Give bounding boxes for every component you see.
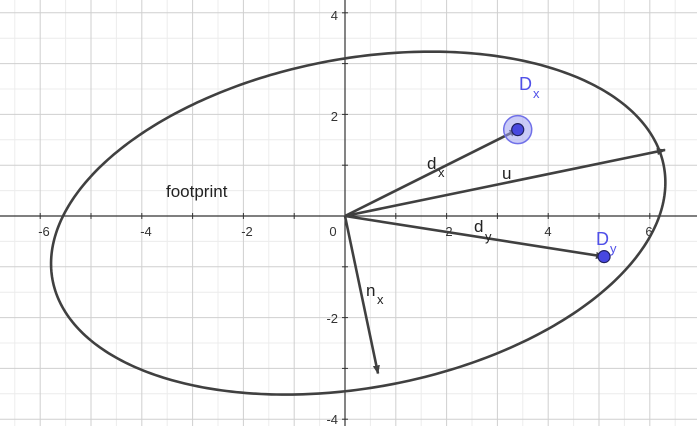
footprint-ellipse[interactable] [49,50,667,396]
point-label-d-x-main: D [519,74,532,94]
x-tick-label: -4 [140,224,152,239]
point-label-d-y-main: D [596,229,609,249]
x-tick-label: 0 [329,224,336,239]
x-tick-label: -6 [38,224,50,239]
label-d-x: d x [427,154,445,180]
footprint-label: footprint [166,182,228,201]
vector-d-x[interactable] [344,128,519,218]
point-label-d-y-sub: y [610,241,617,256]
object-labels: footprint d x u d y n x D x D y [166,74,617,307]
tick-labels: -6 -4 -2 0 2 4 6 4 2 -2 -4 [38,8,652,426]
y-tick-label: 2 [331,109,338,124]
y-tick-label: 4 [331,8,338,23]
label-n-x-main: n [366,281,375,300]
label-n-x: n x [366,281,384,307]
points [502,114,611,264]
x-tick-label: 4 [544,224,551,239]
x-tick-label: 6 [645,224,652,239]
label-d-y-sub: y [485,229,492,244]
vector-d-y[interactable] [344,214,605,259]
label-d-y: d y [474,217,492,244]
label-n-x-sub: x [377,292,384,307]
vector-n-x[interactable] [343,215,380,375]
vectors [343,128,666,375]
label-d-x-main: d [427,154,436,173]
point-label-d-x: D x [519,74,540,101]
label-d-x-sub: x [438,165,445,180]
point-d-y[interactable] [597,250,611,264]
point-label-d-x-sub: x [533,86,540,101]
x-tick-label: -2 [241,224,253,239]
point-label-d-y: D y [596,229,617,256]
y-tick-label: -2 [326,311,338,326]
y-tick-label: -4 [326,412,338,426]
point-d-x[interactable] [511,123,525,137]
label-d-y-main: d [474,217,483,236]
vector-u[interactable] [344,148,666,218]
label-u: u [502,164,511,183]
